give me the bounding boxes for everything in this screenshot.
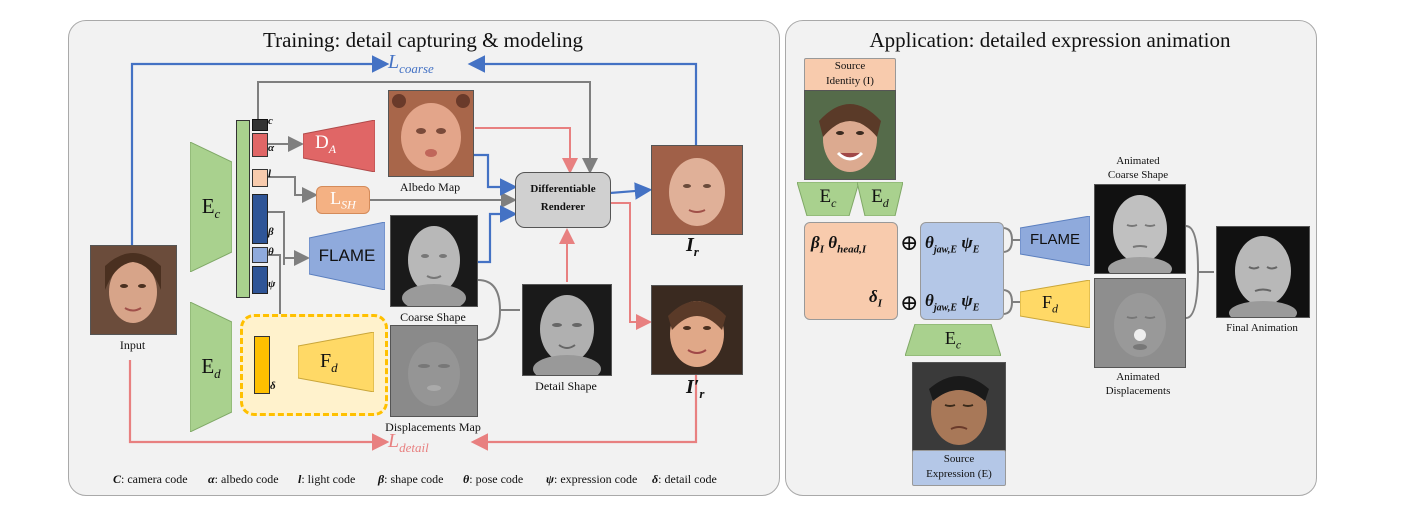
camera-code-cell xyxy=(252,119,268,131)
final-animation-label: Final Animation xyxy=(1226,322,1298,334)
pose-code-cell xyxy=(252,247,268,263)
albedo-map-image xyxy=(388,90,474,177)
differentiable-renderer: Differentiable Renderer xyxy=(515,172,611,228)
legend-pose: θ: pose code xyxy=(463,472,524,486)
legend-camera: C: camera code xyxy=(113,472,188,486)
app-encoder-ed: Ed xyxy=(856,181,904,217)
final-animation-image xyxy=(1216,226,1310,318)
light-code-cell xyxy=(252,169,268,187)
detail-shape-image xyxy=(522,284,612,376)
input-label: Input xyxy=(119,338,146,352)
code-letter-l: l xyxy=(268,168,272,180)
animated-coarse-label-2: Coarse Shape xyxy=(1107,169,1169,181)
albedo-decoder: DA xyxy=(302,119,376,173)
animated-displacements-image xyxy=(1094,278,1186,368)
ir-label: Ir xyxy=(686,234,699,259)
loss-detail: Ldetail xyxy=(388,430,429,455)
encoder-ed: Ed xyxy=(189,301,233,433)
code-letter-psi: ψ xyxy=(268,278,276,290)
animated-coarse-label-1: Animated xyxy=(1116,155,1160,167)
source-expression-image xyxy=(912,362,1006,452)
expression-code-box: θjaw,E ψE θjaw,E ψE xyxy=(920,222,1004,320)
app-flame-block: FLAME xyxy=(1019,215,1091,267)
animated-coarse-image xyxy=(1094,184,1186,274)
displacements-map-label: Displacements Map xyxy=(385,420,481,434)
displacements-map-image xyxy=(390,325,478,417)
coarse-shape-image xyxy=(390,215,478,307)
rendered-coarse-image xyxy=(651,145,743,235)
flame-block: FLAME xyxy=(308,221,386,291)
oplus-bottom: ⊕ xyxy=(900,290,919,315)
loss-coarse: Lcoarse xyxy=(388,51,434,76)
application-title: Application: detailed expression animati… xyxy=(869,28,1231,52)
code-letter-beta: β xyxy=(268,226,274,238)
code-letter-theta: θ xyxy=(268,246,274,258)
app-encoder-ec: Ec xyxy=(796,181,860,217)
albedo-map-label: Albedo Map xyxy=(399,180,461,194)
source-identity-image xyxy=(804,90,896,180)
animated-disp-label-2: Displacements xyxy=(1105,385,1171,397)
source-identity-label-box: Source Identity (I) xyxy=(804,58,896,92)
expression-code-cell xyxy=(252,266,268,294)
rendered-detail-image xyxy=(651,285,743,375)
legend-albedo: α: albedo code xyxy=(208,472,279,486)
source-expression-label-box: Source Expression (E) xyxy=(912,450,1006,486)
identity-code-box: βI θhead,I δI xyxy=(804,222,898,320)
input-face-image xyxy=(90,245,177,335)
legend-detail: δ: detail code xyxy=(652,472,717,486)
training-title: Training: detail capturing & modeling xyxy=(262,28,583,52)
app-encoder-ec-bottom: Ec xyxy=(904,323,1002,357)
code-letter-alpha: α xyxy=(268,142,275,154)
encoder-ec: Ec xyxy=(189,141,233,273)
code-letter-delta: δ xyxy=(270,380,276,392)
shape-code-cell xyxy=(252,194,268,244)
legend-expression: ψ: expression code xyxy=(546,472,638,486)
albedo-code-cell xyxy=(252,133,268,157)
ir-prime-label: I′r xyxy=(686,376,705,401)
light-sh-block: LSH xyxy=(316,186,370,214)
detail-shape-label: Detail Shape xyxy=(535,379,597,393)
legend-shape: β: shape code xyxy=(378,472,444,486)
detail-code-cell xyxy=(254,336,270,394)
oplus-top: ⊕ xyxy=(900,230,919,255)
animated-disp-label-1: Animated xyxy=(1116,371,1160,383)
legend-light: l: light code xyxy=(298,472,356,486)
app-detail-decoder: Fd xyxy=(1019,279,1091,329)
latent-vector-bar xyxy=(236,120,250,298)
coarse-shape-label: Coarse Shape xyxy=(400,310,466,324)
code-letter-c: c xyxy=(268,115,273,127)
